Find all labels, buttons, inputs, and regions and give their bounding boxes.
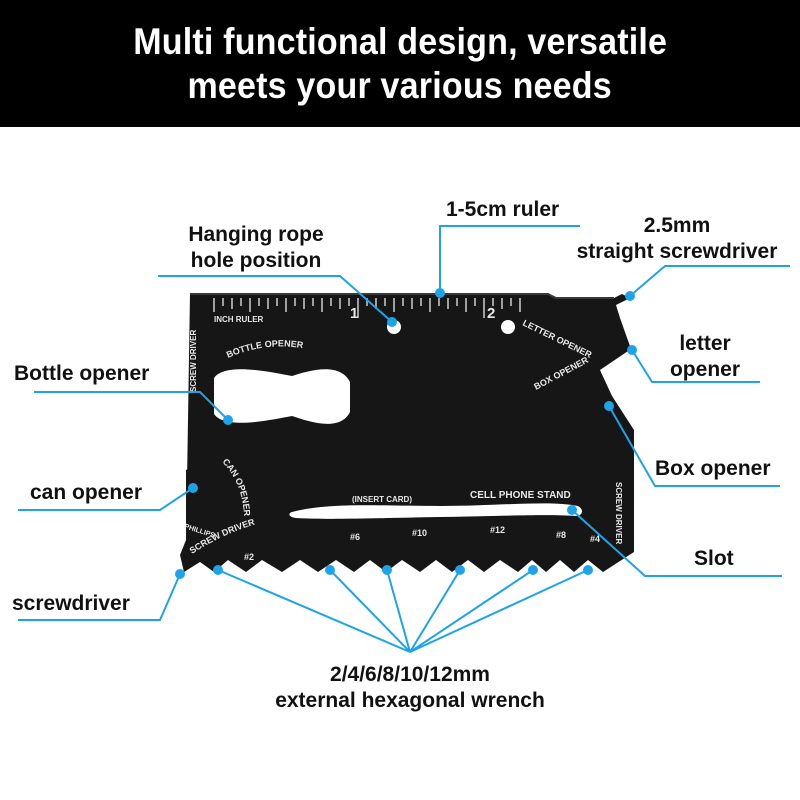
card-hex-12: #12 <box>490 525 505 535</box>
multitool-card <box>180 294 634 572</box>
label-letter-line-1: letter <box>679 332 731 355</box>
leader-slot <box>571 509 782 577</box>
card-cell-phone-stand: CELL PHONE STAND <box>470 490 571 501</box>
label-box-opener: Box opener <box>655 457 771 480</box>
card-screw-driver-right: SCREW DRIVER <box>614 482 623 544</box>
leader-wrench-5 <box>409 569 534 653</box>
leader-straight <box>629 265 790 297</box>
callout-dots <box>175 288 637 579</box>
label-wrench-line-1: 2/4/6/8/10/12mm <box>330 663 490 686</box>
card-insert-card: (INSERT CARD) <box>352 495 412 504</box>
header-line-1: Multi functional design, versatile <box>133 20 667 62</box>
card-mark-2: 2 <box>487 305 495 322</box>
small-hole <box>501 320 515 334</box>
label-straight-screwdriver: 2.5mm straight screwdriver <box>566 213 788 265</box>
leader-wrench-4 <box>409 569 461 653</box>
leader-wrench-3 <box>386 569 411 653</box>
card-hex-6: #6 <box>350 532 360 542</box>
leader-box <box>608 405 780 487</box>
card-screw-driver-left: SCREW DRIVER <box>189 330 198 392</box>
leader-wrench-6 <box>409 569 589 653</box>
label-hanging-line-2: hole position <box>190 249 322 272</box>
label-hex-wrench: 2/4/6/8/10/12mm external hexagonal wrenc… <box>236 662 584 714</box>
label-ruler: 1-5cm ruler <box>446 198 560 221</box>
card-hex-4: #4 <box>590 534 600 544</box>
label-slot: Slot <box>694 547 734 570</box>
leader-wrench-1 <box>217 569 411 653</box>
label-bottle-opener: Bottle opener <box>14 362 150 385</box>
card-edge-highlight <box>190 293 614 299</box>
callout-lines <box>18 225 790 653</box>
leader-hanging <box>158 275 393 323</box>
label-letter-opener: letter opener <box>655 331 755 383</box>
leader-can <box>18 487 194 511</box>
label-hanging-rope-hole: Hanging rope hole position <box>170 222 342 274</box>
leader-bottle <box>34 391 229 421</box>
card-hex-10: #10 <box>412 528 427 538</box>
label-can-opener: can opener <box>30 481 143 504</box>
label-hanging-line-1: Hanging rope <box>188 223 324 246</box>
leader-ruler <box>439 225 580 293</box>
leader-letter <box>631 349 760 383</box>
card-hex-2: #2 <box>244 552 254 562</box>
label-straight-line-2: straight screwdriver <box>576 240 778 263</box>
card-mark-1: 1 <box>350 305 358 322</box>
slot-cutout <box>289 503 583 519</box>
header-line-2: meets your various needs <box>187 64 613 106</box>
label-straight-line-1: 2.5mm <box>643 214 711 237</box>
label-screwdriver: screwdriver <box>12 592 130 615</box>
header-banner: Multi functional design, versatile meets… <box>0 0 800 127</box>
card-inch-ruler: INCH RULER <box>214 315 264 324</box>
bottle-opener-cutout <box>214 369 350 424</box>
leader-screwdriver <box>18 573 181 621</box>
leader-wrench-2 <box>329 569 411 653</box>
label-letter-line-2: opener <box>669 358 740 381</box>
card-hex-8: #8 <box>556 530 566 540</box>
label-wrench-line-2: external hexagonal wrench <box>275 689 545 712</box>
